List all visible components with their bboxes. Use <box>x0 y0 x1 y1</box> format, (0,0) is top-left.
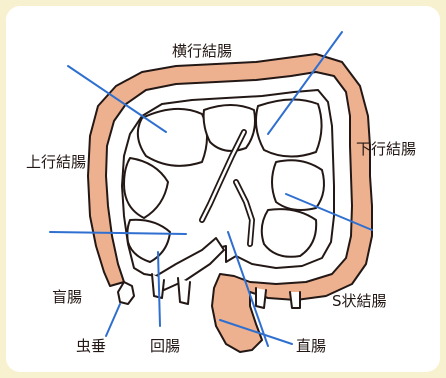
label-transverse-colon: 横行結腸 <box>172 44 232 59</box>
haustrum <box>138 109 207 166</box>
mesentery <box>290 292 300 308</box>
haustrum <box>256 99 322 156</box>
figure-card: 横行結腸 上行結腸 下行結腸 盲腸 S状結腸 虫垂 回腸 直腸 <box>6 6 440 372</box>
leader-line-appendix <box>106 304 120 336</box>
label-ileum: 回腸 <box>150 339 180 354</box>
label-appendix: 虫垂 <box>76 339 106 354</box>
haustrum <box>204 105 255 151</box>
large-intestine-illustration <box>6 6 440 372</box>
haustrum <box>272 160 324 210</box>
label-ascending-colon: 上行結腸 <box>26 155 86 170</box>
mesentery <box>256 288 266 308</box>
appendix <box>118 282 134 304</box>
label-rectum: 直腸 <box>296 339 326 354</box>
label-sigmoid-colon: S状結腸 <box>332 294 387 309</box>
label-descending-colon: 下行結腸 <box>356 142 416 157</box>
haustrum <box>262 209 316 257</box>
label-cecum: 盲腸 <box>52 290 82 305</box>
mesentery <box>178 278 190 304</box>
